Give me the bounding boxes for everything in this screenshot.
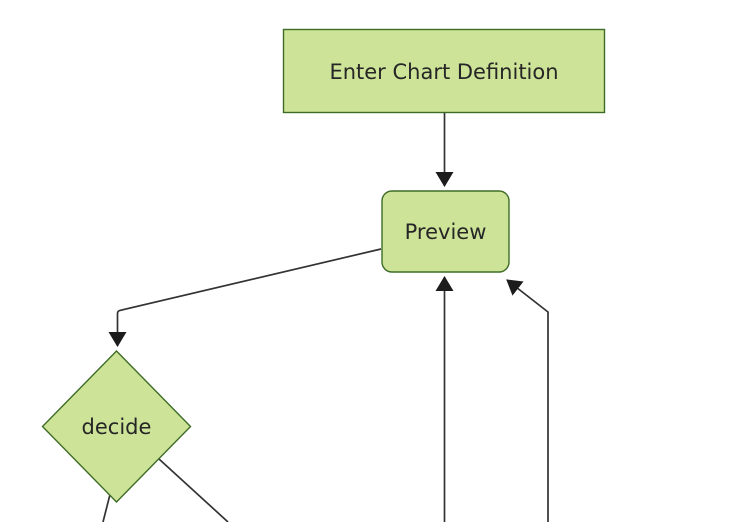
edge-decide-exit-right: [158, 458, 229, 522]
node-decide: decide: [41, 349, 192, 504]
edge-return-to-preview-corner: [506, 279, 549, 522]
rectangle-shape: [282, 28, 606, 114]
node-preview: Preview: [381, 190, 510, 273]
edge-decide-exit-left: [102, 494, 111, 522]
node-label-enter-chart-definition: Enter Chart Definition: [329, 60, 558, 84]
node-label-preview: Preview: [405, 220, 487, 244]
node-enter-chart-definition: Enter Chart Definition: [282, 28, 606, 114]
edge-preview-to-decide: [108, 248, 382, 347]
rounded-rectangle-shape: [381, 190, 510, 273]
node-label-decide: decide: [82, 415, 152, 439]
diamond-shape: [41, 349, 192, 504]
